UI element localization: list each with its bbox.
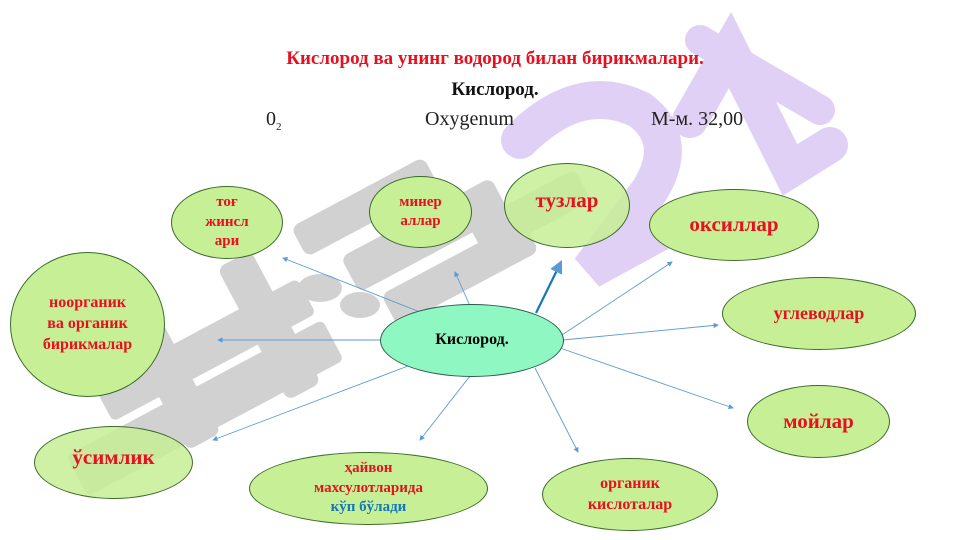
node-tog-line-3: ари: [214, 233, 240, 250]
arrow-to-usimlik: [212, 365, 409, 441]
node-moylar-label: мойлар: [783, 408, 854, 433]
arrow-to-moylar: [559, 347, 734, 410]
arrow-to-hayvon: [419, 375, 471, 441]
arrow-to-tuzlar: [535, 260, 563, 314]
node-miner-line-2: аллар: [400, 213, 441, 229]
node-hayvon: ҳайвон махсулотларида кўп бўлади: [249, 452, 488, 525]
node-hayvon-line-2: махсулотларида: [314, 479, 423, 496]
arrow-to-organik: [534, 367, 579, 453]
node-tog-line-2: жинсл: [205, 213, 249, 230]
node-miner-line-1: минер: [399, 193, 442, 210]
node-tog-line-1: тоғ: [216, 194, 238, 211]
node-center-label: Кислород.: [435, 331, 509, 349]
arrow-to-oksillar: [561, 261, 673, 336]
node-noorganik-line-3: бирикмалар: [42, 335, 133, 353]
node-hayvon-line-3: кўп бўлади: [330, 499, 407, 516]
node-noorganik-line-1: ноорганик: [48, 294, 127, 312]
arrow-to-tog: [282, 257, 421, 313]
arrow-to-uglevodlar: [562, 322, 719, 341]
node-usimlik: ўсимлик: [34, 426, 193, 499]
page-title: Кислород ва унинг водород билан бирикмал…: [286, 48, 704, 69]
latin-name: Oxygenum: [425, 108, 514, 130]
node-hayvon-line-1: ҳайвон: [344, 460, 393, 477]
node-tuzlar-label: тузлар: [535, 187, 599, 212]
molar-mass: М-м. 32,00: [651, 108, 744, 130]
node-noorganik-line-2: ва органик: [47, 315, 128, 333]
node-uglevodlar-label: углеводлар: [773, 302, 865, 323]
node-tog-jinslari: тоғ жинсл ари: [171, 186, 283, 259]
node-noorganik: ноорганик ва органик бирикмалар: [10, 252, 165, 397]
node-organik-kislotalar: органик кислоталар: [542, 458, 718, 531]
node-usimlik-label: ўсимлик: [72, 444, 155, 469]
node-organik-line-1: органик: [600, 474, 660, 492]
formula-base: 0: [266, 108, 276, 130]
node-organik-line-2: кислоталар: [587, 495, 673, 513]
page-subtitle: Кислород.: [451, 79, 539, 100]
node-moylar: мойлар: [747, 385, 890, 458]
formula: 02: [266, 108, 282, 133]
node-center-kislorod: Кислород.: [380, 304, 564, 377]
node-oksillar-label: оксиллар: [689, 212, 779, 237]
node-minerallar: минер аллар: [369, 176, 472, 248]
arrow-to-miner: [454, 271, 471, 307]
node-uglevodlar: углеводлар: [722, 277, 916, 350]
node-tuzlar: тузлар: [504, 163, 630, 248]
node-oksillar: оксиллар: [649, 189, 819, 261]
formula-subscript: 2: [276, 121, 282, 133]
